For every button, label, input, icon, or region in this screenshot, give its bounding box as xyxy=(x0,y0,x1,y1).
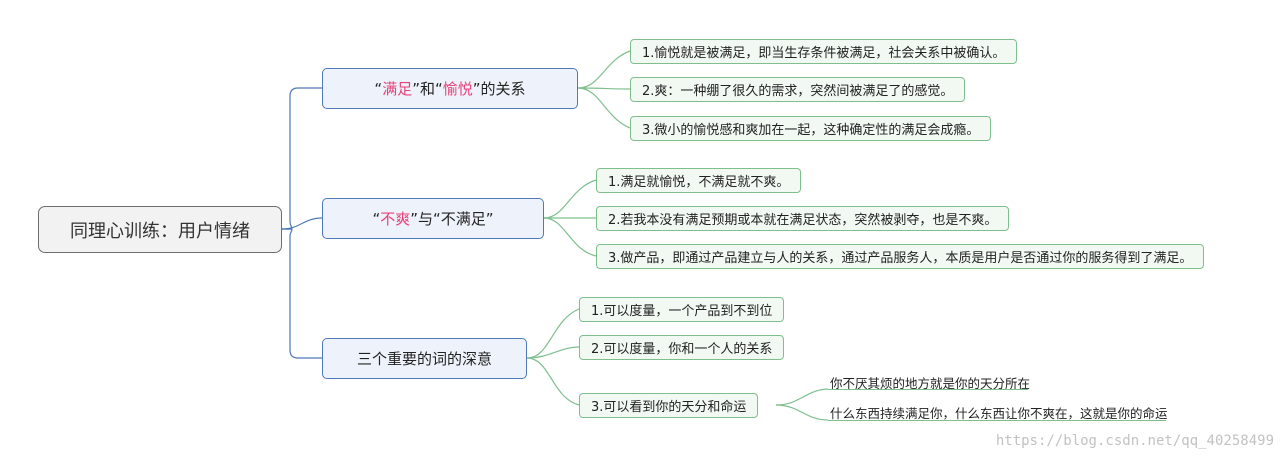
leaf-node[interactable]: 3.微小的愉悦感和爽加在一起，这种确定性的满足会成瘾。 xyxy=(630,116,992,141)
connector-root-branch1 xyxy=(281,87,322,230)
watermark-url: https://blog.csdn.net/qq_40258499 xyxy=(995,433,1274,449)
root-label: 同理心训练：用户情绪 xyxy=(70,220,250,242)
leaf-node[interactable]: 3.可以看到你的天分和命运 xyxy=(579,393,759,418)
branch-title-part: ”与“不满足” xyxy=(410,210,494,228)
connector-b3-leaf3 xyxy=(526,357,580,406)
leaf-label: 3.做产品，即通过产品建立与人的关系，通过产品服务人，本质是用户是否通过你的服务… xyxy=(608,251,1193,266)
leaf-label: 3.可以看到你的天分和命运 xyxy=(591,400,747,415)
branch-title-highlight: 不爽 xyxy=(380,210,411,228)
branch-three-words[interactable]: 三个重要的词的深意 xyxy=(322,338,527,379)
branch-title-part: ”的关系 xyxy=(472,80,526,98)
branch-title: 三个重要的词的深意 xyxy=(356,350,492,368)
connector-b2-leaf3 xyxy=(543,217,597,257)
leaf-label: 2.爽：一种绷了很久的需求，突然间被满足了的感觉。 xyxy=(642,84,954,99)
leaf-label: 1.满足就愉悦，不满足就不爽。 xyxy=(608,175,790,190)
leaf-node[interactable]: 1.满足就愉悦，不满足就不爽。 xyxy=(596,168,802,193)
connector-b3-leaf2 xyxy=(526,346,580,359)
leaf-label: 1.愉悦就是被满足，即当生存条件被满足，社会关系中被确认。 xyxy=(642,46,1006,61)
leaf-node[interactable]: 1.可以度量，一个产品到不到位 xyxy=(579,297,785,322)
leaf-node[interactable]: 3.做产品，即通过产品建立与人的关系，通过产品服务人，本质是用户是否通过你的服务… xyxy=(596,244,1205,269)
leaf-node[interactable]: 2.爽：一种绷了很久的需求，突然间被满足了的感觉。 xyxy=(630,77,966,102)
root-node[interactable]: 同理心训练：用户情绪 xyxy=(38,206,282,253)
branch-unhappy-unsatisfied[interactable]: “不爽”与“不满足” xyxy=(322,198,544,239)
branch-title-part: “ xyxy=(374,79,383,98)
leaf-node[interactable]: 1.愉悦就是被满足，即当生存条件被满足，社会关系中被确认。 xyxy=(630,39,1018,64)
leaf-label: 3.微小的愉悦感和爽加在一起，这种确定性的满足会成瘾。 xyxy=(642,123,980,138)
connector-root-branch2 xyxy=(281,217,323,230)
connector-b1-leaf2 xyxy=(577,87,631,90)
subtopic-underline xyxy=(828,389,1028,390)
connector-root-branch3 xyxy=(281,228,322,359)
leaf-label: 2.若我本没有满足预期或本就在满足状态，突然被剥夺，也是不爽。 xyxy=(608,213,998,228)
branch-satisfaction-pleasure[interactable]: “满足”和“愉悦”的关系 xyxy=(322,68,578,109)
leaf-node[interactable]: 2.若我本没有满足预期或本就在满足状态，突然被剥夺，也是不爽。 xyxy=(596,206,1010,231)
subtopic-node[interactable]: 什么东西持续满足你，什么东西让你不爽在，这就是你的命运 xyxy=(830,404,1168,421)
connector-b1-leaf1 xyxy=(577,50,631,89)
leaf-node[interactable]: 2.可以度量，你和一个人的关系 xyxy=(579,335,785,360)
branch-title-part: ”和“ xyxy=(412,80,443,98)
leaf-label: 2.可以度量，你和一个人的关系 xyxy=(591,342,773,357)
branch-title-highlight: 满足 xyxy=(382,80,413,98)
subtopic-label: 什么东西持续满足你，什么东西让你不爽在，这就是你的命运 xyxy=(830,405,1168,421)
connector-b3-leaf1 xyxy=(526,308,580,359)
connector-b2-leaf1 xyxy=(543,179,597,219)
subtopic-underline xyxy=(828,420,1166,421)
leaf-label: 1.可以度量，一个产品到不到位 xyxy=(591,304,773,319)
connector-b1-leaf3 xyxy=(577,87,631,129)
connector-leaf-sub1 xyxy=(775,388,829,406)
branch-title-part: “ xyxy=(372,209,381,228)
connector-leaf-sub2 xyxy=(775,404,829,421)
branch-title-highlight: 愉悦 xyxy=(442,80,473,98)
subtopic-label: 你不厌其烦的地方就是你的天分所在 xyxy=(830,375,1031,391)
subtopic-node[interactable]: 你不厌其烦的地方就是你的天分所在 xyxy=(830,374,1031,391)
